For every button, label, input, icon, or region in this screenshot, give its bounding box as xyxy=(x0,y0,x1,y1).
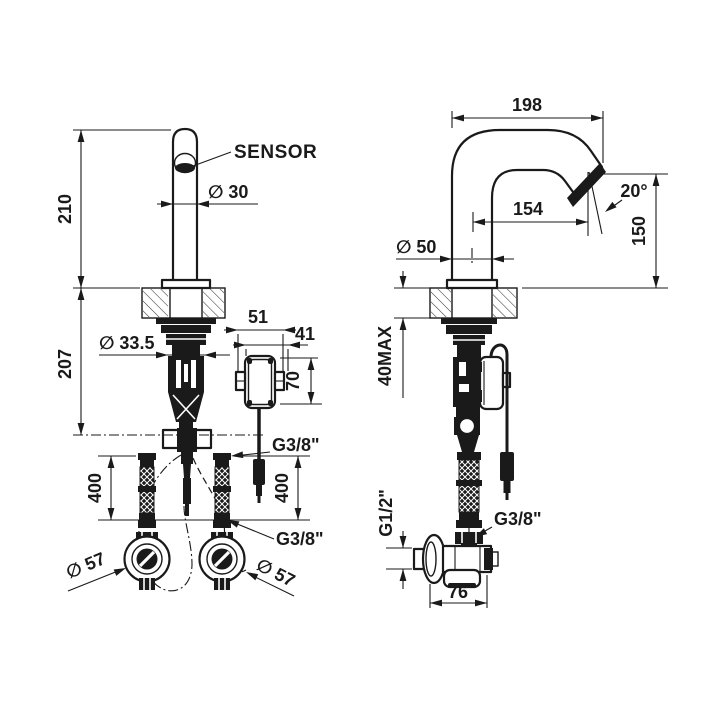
dim-70-text: 70 xyxy=(283,371,303,391)
flex-hose-side xyxy=(456,452,482,534)
dim-210-text: 210 xyxy=(55,194,75,224)
dim-207: 207 xyxy=(55,288,265,436)
under-deck-body-side xyxy=(441,318,497,452)
flex-hose-left xyxy=(138,453,156,528)
label-d57-left: ∅ 57 xyxy=(63,548,128,592)
angle-valve-right-front xyxy=(198,532,246,590)
dim-outlet-height: 150 xyxy=(522,173,668,289)
dim-spout-reach: 198 xyxy=(451,95,604,163)
dim-40max-text: 40MAX xyxy=(375,326,395,386)
under-deck-body-front xyxy=(156,318,216,516)
dim-d33-5-text: ∅ 33.5 xyxy=(99,333,154,353)
spout-front xyxy=(171,127,199,283)
sensor-cable-side xyxy=(489,343,514,500)
dim-box-width-outer: 51 xyxy=(224,307,296,371)
dim-d57-right-text: ∅ 57 xyxy=(253,555,298,591)
control-box-side xyxy=(475,355,512,411)
dim-d30-text: ∅ 30 xyxy=(208,182,248,202)
sensor-label: SENSOR xyxy=(192,142,317,167)
dim-400-right-text: 400 xyxy=(272,473,292,503)
dim-hose-length-left: 400 xyxy=(85,455,310,521)
dim-207-text: 207 xyxy=(55,349,75,379)
dim-400-left-text: 400 xyxy=(85,473,105,503)
sensor-cable-front xyxy=(253,408,265,503)
dim-valve-depth: 76 xyxy=(429,575,488,608)
dim-outlet-angle: 20° xyxy=(588,171,648,235)
sensor-label-text: SENSOR xyxy=(234,142,317,163)
label-d57-right: ∅ 57 xyxy=(244,555,298,597)
dim-20deg-text: 20° xyxy=(620,181,647,201)
dim-210: 210 xyxy=(55,129,171,289)
dim-g12-text: G1/2" xyxy=(376,489,396,537)
dim-shank-diameter: ∅ 33.5 xyxy=(99,333,230,359)
countertop-side xyxy=(429,278,518,319)
dim-41-text: 41 xyxy=(295,324,315,344)
dim-box-height: 70 xyxy=(280,357,322,405)
front-view: SENSOR ∅ 30 210 xyxy=(55,127,324,597)
dim-deck-thickness: 40MAX xyxy=(375,271,430,398)
angle-valve-left-front xyxy=(123,532,171,590)
flex-hose-right xyxy=(213,453,231,528)
label-g38-bottom: G3/8" xyxy=(225,516,324,549)
label-g38-side: G3/8" xyxy=(473,509,542,540)
side-view: 198 154 20° 150 xyxy=(375,95,668,608)
dim-76-text: 76 xyxy=(448,582,468,602)
countertop-front xyxy=(141,278,226,319)
dim-valve-inlet: G1/2" xyxy=(376,489,412,589)
dim-hose-length-right: 400 xyxy=(236,455,310,520)
label-g38-top: G3/8" xyxy=(230,435,320,460)
dim-outlet-projection: 154 xyxy=(472,172,589,236)
sensor-window xyxy=(175,163,195,173)
dim-base-diameter: ∅ 50 xyxy=(396,237,514,263)
dim-198-text: 198 xyxy=(512,95,542,115)
control-box-front xyxy=(234,354,286,410)
dim-154-text: 154 xyxy=(513,199,543,219)
dim-box-width-inner: 41 xyxy=(233,324,315,371)
label-g38-side-text: G3/8" xyxy=(494,509,542,529)
angle-valve-side xyxy=(412,532,499,589)
dim-d50-text: ∅ 50 xyxy=(396,237,436,257)
dim-spout-diameter: ∅ 30 xyxy=(157,182,258,208)
dim-51-text: 51 xyxy=(248,307,268,327)
dim-150-text: 150 xyxy=(629,216,649,246)
label-g38-top-text: G3/8" xyxy=(272,435,320,455)
label-g38-bottom-text: G3/8" xyxy=(276,529,324,549)
